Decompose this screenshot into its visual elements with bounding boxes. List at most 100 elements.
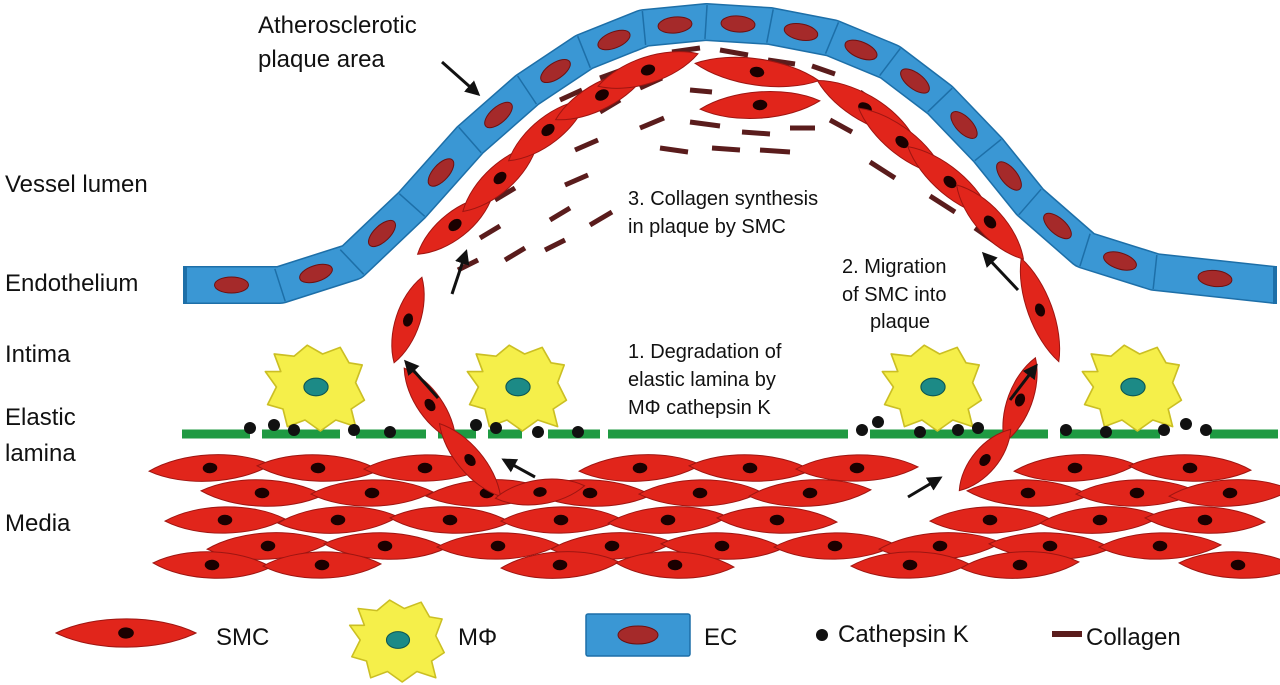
smc-nucleus bbox=[1042, 540, 1058, 552]
cathepsin-dot bbox=[268, 419, 280, 431]
macrophage-nucleus bbox=[505, 377, 531, 397]
endothelial-cell-icon bbox=[585, 613, 691, 657]
cathepsin-dot bbox=[572, 426, 584, 438]
ec-nucleus bbox=[657, 16, 693, 34]
smc-nucleus bbox=[902, 559, 918, 571]
ec-boundary bbox=[824, 22, 840, 54]
ec-nucleus bbox=[597, 29, 631, 51]
smc-nucleus bbox=[1152, 540, 1168, 552]
ec-nucleus bbox=[484, 101, 513, 129]
smc-nucleus bbox=[983, 215, 997, 229]
media-smc bbox=[607, 506, 729, 534]
macrophage bbox=[881, 344, 983, 432]
smc-nucleus bbox=[1182, 462, 1198, 474]
media-smc bbox=[1013, 454, 1137, 482]
smc-nucleus bbox=[217, 514, 233, 526]
macrophage bbox=[466, 344, 568, 432]
smc-nucleus bbox=[377, 540, 393, 552]
cathepsin-dot bbox=[856, 424, 868, 436]
collagen-fiber bbox=[574, 137, 599, 153]
smc-nucleus bbox=[448, 218, 462, 232]
step1-line1: 1. Degradation of bbox=[628, 341, 782, 363]
media-smc bbox=[255, 454, 381, 482]
collagen-fiber bbox=[828, 117, 854, 135]
smc-nucleus bbox=[442, 514, 458, 526]
media-smc bbox=[1127, 454, 1253, 482]
ec-boundary bbox=[398, 193, 426, 217]
cathepsin-dot bbox=[952, 424, 964, 436]
smc-nucleus bbox=[1012, 559, 1028, 571]
smc-nucleus bbox=[827, 540, 843, 552]
ec-boundary bbox=[1152, 255, 1158, 289]
media-smc bbox=[261, 551, 383, 579]
media-smc bbox=[928, 506, 1052, 534]
smc-nucleus bbox=[802, 487, 818, 499]
media-smc-layer bbox=[148, 454, 1280, 579]
vessel-lumen-label: Vessel lumen bbox=[5, 171, 148, 198]
cathepsin-dot bbox=[244, 422, 256, 434]
cathepsin-dot bbox=[490, 422, 502, 434]
plaque-smc-layer bbox=[391, 51, 1061, 506]
smc-nucleus bbox=[490, 540, 506, 552]
plaque-smc bbox=[1019, 257, 1061, 363]
smc-nucleus bbox=[769, 514, 785, 526]
legend-icons bbox=[54, 599, 1082, 683]
cathepsin-dot bbox=[1180, 418, 1192, 430]
collagen-fiber bbox=[868, 159, 897, 181]
collagen-fiber bbox=[478, 223, 502, 241]
ec-nucleus bbox=[996, 161, 1022, 191]
collagen-fiber bbox=[811, 63, 836, 77]
media-smc bbox=[614, 551, 736, 579]
media-smc bbox=[1143, 506, 1267, 534]
collagen-fiber bbox=[558, 87, 584, 103]
ec-boundary bbox=[458, 126, 482, 154]
ec-nucleus bbox=[720, 15, 756, 33]
smc-nucleus bbox=[533, 487, 547, 497]
step2-line2: of SMC into bbox=[842, 284, 946, 306]
collagen-fiber bbox=[503, 245, 527, 263]
cathepsin-dot bbox=[1100, 426, 1112, 438]
plaque-area-label-line2: plaque area bbox=[258, 46, 385, 73]
legend-collagen-label: Collagen bbox=[1086, 624, 1181, 651]
migration-arrow bbox=[450, 249, 470, 295]
ec-boundary bbox=[516, 75, 538, 105]
migration-arrow bbox=[1008, 363, 1038, 401]
cathepsin-layer bbox=[244, 416, 1212, 438]
smc-nucleus bbox=[541, 123, 555, 137]
legend-smc-label: SMC bbox=[216, 624, 269, 651]
smc-nucleus bbox=[752, 99, 768, 111]
ec-boundary bbox=[879, 48, 901, 76]
media-label: Media bbox=[5, 510, 71, 537]
smc-nucleus bbox=[118, 627, 134, 639]
cathepsin-dot bbox=[1060, 424, 1072, 436]
macrophage-nucleus bbox=[303, 377, 329, 397]
media-smc bbox=[1074, 479, 1200, 507]
smc-nucleus bbox=[402, 313, 414, 327]
cathepsin-dot bbox=[384, 426, 396, 438]
ec-nucleus bbox=[1103, 251, 1137, 271]
plaque-smc bbox=[597, 51, 699, 89]
collagen-fiber bbox=[928, 193, 957, 215]
smc-cell-icon bbox=[54, 618, 198, 648]
ec-nucleus bbox=[844, 39, 878, 61]
plaque-smc bbox=[694, 56, 820, 88]
ec-boundary bbox=[339, 249, 365, 275]
ec-endcap bbox=[1273, 266, 1277, 304]
smc-nucleus bbox=[640, 64, 656, 76]
ec-nucleus bbox=[950, 111, 978, 139]
ec-boundary bbox=[576, 35, 592, 69]
smc-nucleus bbox=[660, 514, 676, 526]
cathepsin-dot bbox=[288, 424, 300, 436]
smc-nucleus bbox=[553, 514, 569, 526]
cathepsin-dot bbox=[972, 422, 984, 434]
collagen-fiber bbox=[767, 57, 796, 67]
step2-line1: 2. Migration bbox=[842, 256, 947, 278]
smc-nucleus bbox=[714, 540, 730, 552]
macrophage bbox=[1081, 344, 1183, 432]
migration-arrow bbox=[907, 476, 943, 499]
collagen-fiber bbox=[493, 185, 517, 203]
ec-boundary bbox=[274, 268, 286, 302]
ec-nucleus bbox=[367, 219, 397, 248]
plaque-smc bbox=[955, 184, 1025, 260]
smc-nucleus bbox=[895, 135, 909, 149]
